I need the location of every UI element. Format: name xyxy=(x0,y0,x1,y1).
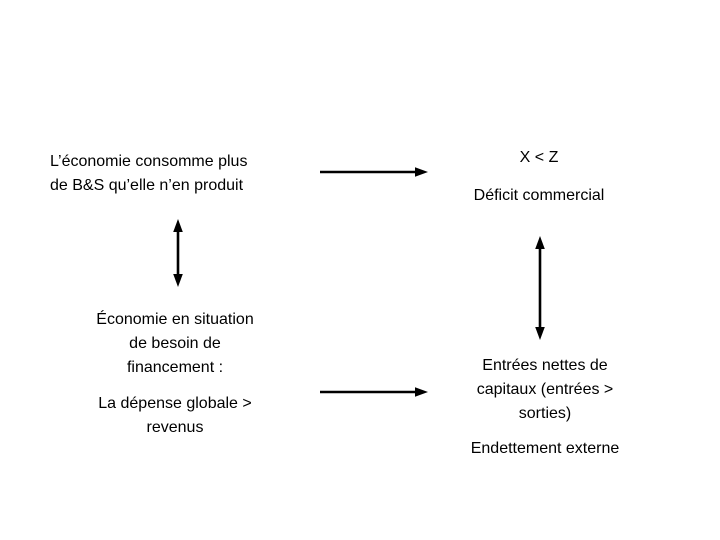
text-block-economy-consumption: L’économie consomme plus de B&S qu’elle … xyxy=(50,153,248,194)
text-block-trade-condition: X < Z xyxy=(519,149,559,166)
text-block-capital-inflows: Entrées nettes de capitaux (entrées > so… xyxy=(476,357,614,422)
text-block-external-debt: Endettement externe xyxy=(470,440,620,457)
arrow-right-icon-top-horizontal xyxy=(316,162,432,182)
text-block-global-spending: La dépense globale > revenus xyxy=(98,395,252,436)
text-block-financing-need: Économie en situation de besoin de finan… xyxy=(96,311,254,376)
text-block-trade-deficit: Déficit commercial xyxy=(473,187,605,204)
arrow-double-vertical-icon-right xyxy=(530,230,550,346)
arrow-right-icon-bottom-horizontal xyxy=(316,382,432,402)
arrow-double-vertical-icon-left xyxy=(168,216,188,290)
